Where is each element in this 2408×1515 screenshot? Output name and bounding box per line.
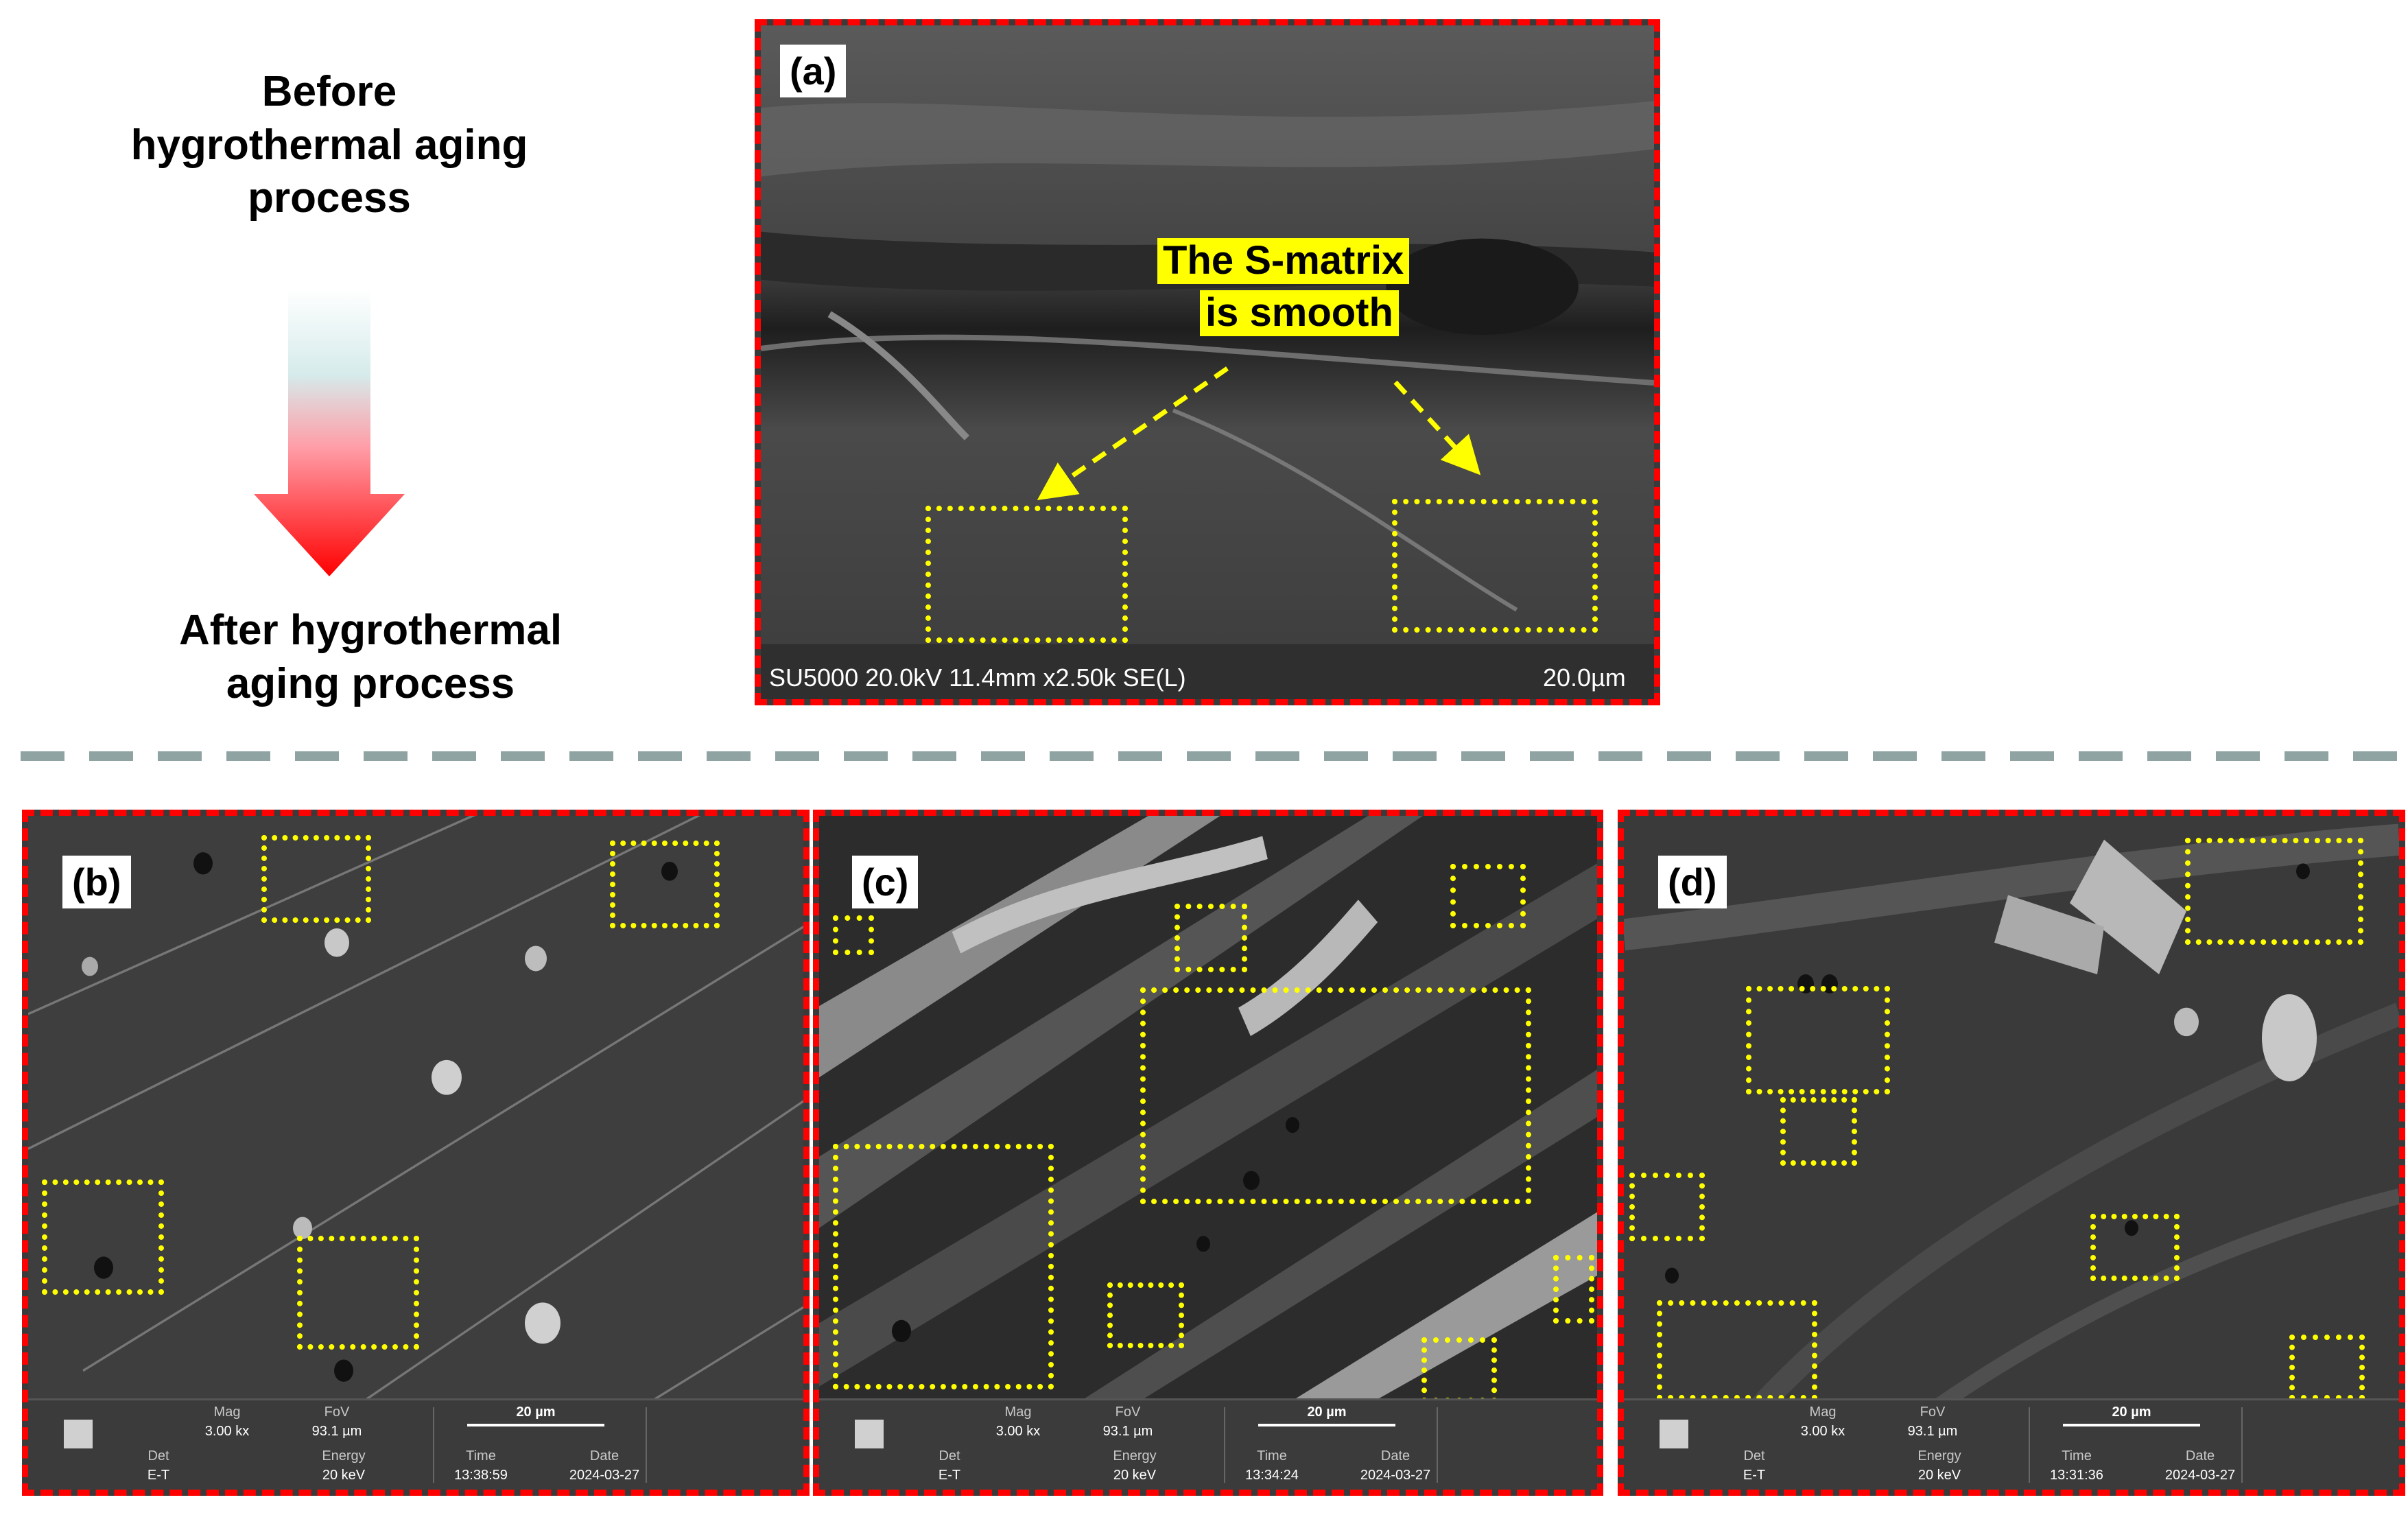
highlight-box (1392, 499, 1598, 633)
panel-a-label: (a) (780, 45, 847, 97)
time-label: Time (466, 1448, 496, 1464)
highlight-box (833, 915, 874, 955)
section-divider (21, 751, 2401, 761)
highlight-box (1780, 1097, 1857, 1166)
sem-infobar-d: Mag 3.00 kx FoV 93.1 µm 20 µm Det E-T En… (1624, 1398, 2399, 1490)
separator (646, 1407, 647, 1483)
date-value: 2024-03-27 (2164, 1468, 2236, 1483)
highlight-box (1175, 904, 1247, 972)
time-value: 13:38:59 (454, 1468, 508, 1483)
date-value: 2024-03-27 (569, 1468, 640, 1483)
highlight-box (1450, 864, 1526, 928)
det-label: Det (939, 1448, 960, 1464)
det-value: E-T (1743, 1468, 1766, 1483)
separator (1437, 1407, 1438, 1483)
scale-bar (1258, 1424, 1395, 1426)
fov-label: FoV (1115, 1405, 1141, 1420)
separator (2029, 1407, 2030, 1483)
sem-image-d (1624, 816, 2399, 1490)
detector-icon (855, 1420, 884, 1448)
detector-icon (1660, 1420, 1688, 1448)
sem-panel-d: (d) Mag 3.00 kx FoV 93.1 µm 20 µm Det E-… (1618, 810, 2405, 1496)
sem-info-a: SU5000 20.0kV 11.4mm x2.50k SE(L) (769, 663, 1186, 692)
highlight-box (1553, 1255, 1594, 1324)
highlight-box (1746, 986, 1890, 1094)
energy-label: Energy (1113, 1448, 1157, 1464)
scale-label-a: 20.0µm (1543, 663, 1626, 692)
highlight-box (2185, 838, 2363, 945)
after-label: After hygrothermal aging process (178, 607, 563, 707)
highlight-box (610, 841, 720, 928)
panel-d-label: (d) (1658, 856, 1727, 908)
fov-value: 93.1 µm (1907, 1424, 1958, 1439)
mag-label: Mag (1809, 1405, 1837, 1420)
sem-image-a (761, 25, 1654, 699)
mag-value: 3.00 kx (204, 1424, 250, 1439)
energy-value: 20 keV (1113, 1468, 1157, 1483)
fov-value: 93.1 µm (311, 1424, 362, 1439)
sem-panel-c: (c) Mag 3.00 kx FoV 93.1 µm 20 µm Det E-… (813, 810, 1603, 1496)
scale-bar (467, 1424, 604, 1426)
fov-label: FoV (324, 1405, 350, 1420)
sem-infobar-c: Mag 3.00 kx FoV 93.1 µm 20 µm Det E-T En… (819, 1398, 1597, 1490)
fov-value: 93.1 µm (1102, 1424, 1153, 1439)
det-label: Det (147, 1448, 169, 1464)
energy-label: Energy (1917, 1448, 1961, 1464)
energy-label: Energy (322, 1448, 366, 1464)
separator (433, 1407, 434, 1483)
fov-label: FoV (1920, 1405, 1946, 1420)
separator (2241, 1407, 2243, 1483)
mag-label: Mag (213, 1405, 241, 1420)
time-value: 13:34:24 (1245, 1468, 1299, 1483)
time-label: Time (2062, 1448, 2092, 1464)
scale-label-c: 20 µm (1307, 1405, 1347, 1420)
det-value: E-T (938, 1468, 961, 1483)
date-label: Date (2185, 1448, 2215, 1464)
det-label: Det (1743, 1448, 1765, 1464)
highlight-box (1657, 1300, 1817, 1400)
highlight-box (1629, 1173, 1705, 1241)
date-value: 2024-03-27 (1360, 1468, 1431, 1483)
highlight-box (1421, 1337, 1497, 1403)
callout-arrows-icon (1037, 366, 1481, 500)
smooth-matrix-callout-line2: is smooth (1200, 290, 1399, 336)
date-label: Date (1380, 1448, 1410, 1464)
detector-icon (64, 1420, 93, 1448)
separator (1224, 1407, 1225, 1483)
highlight-box (42, 1179, 164, 1295)
mag-value: 3.00 kx (995, 1424, 1041, 1439)
scale-bar (2063, 1424, 2200, 1426)
before-label: Before hygrothermal aging process (130, 68, 528, 222)
sem-infobar-b: Mag 3.00 kx FoV 93.1 µm 20 µm Det E-T En… (28, 1398, 803, 1490)
highlight-box (833, 1144, 1054, 1389)
sem-panel-b: (b) Mag 3.00 kx FoV 93.1 µm 20 µm Det E-… (22, 810, 810, 1496)
highlight-box (1140, 987, 1531, 1204)
panel-c-label: (c) (852, 856, 919, 908)
scale-label-b: 20 µm (516, 1405, 556, 1420)
highlight-box (261, 835, 371, 923)
aging-direction-arrow-icon (254, 288, 405, 576)
energy-value: 20 keV (1917, 1468, 1961, 1483)
scale-label-d: 20 µm (2112, 1405, 2151, 1420)
sem-panel-a: (a) The S-matrix is smooth SU5000 20.0kV… (755, 19, 1660, 705)
highlight-box (925, 506, 1128, 643)
smooth-matrix-callout: The S-matrix (1157, 238, 1410, 284)
panel-b-label: (b) (62, 856, 131, 908)
time-value: 13:31:36 (2050, 1468, 2103, 1483)
mag-label: Mag (1004, 1405, 1032, 1420)
highlight-box (1107, 1282, 1184, 1348)
date-label: Date (589, 1448, 619, 1464)
det-value: E-T (147, 1468, 170, 1483)
highlight-box (2289, 1335, 2365, 1400)
mag-value: 3.00 kx (1800, 1424, 1845, 1439)
highlight-box (297, 1236, 419, 1350)
highlight-box (2090, 1214, 2180, 1281)
time-label: Time (1257, 1448, 1287, 1464)
energy-value: 20 keV (322, 1468, 366, 1483)
